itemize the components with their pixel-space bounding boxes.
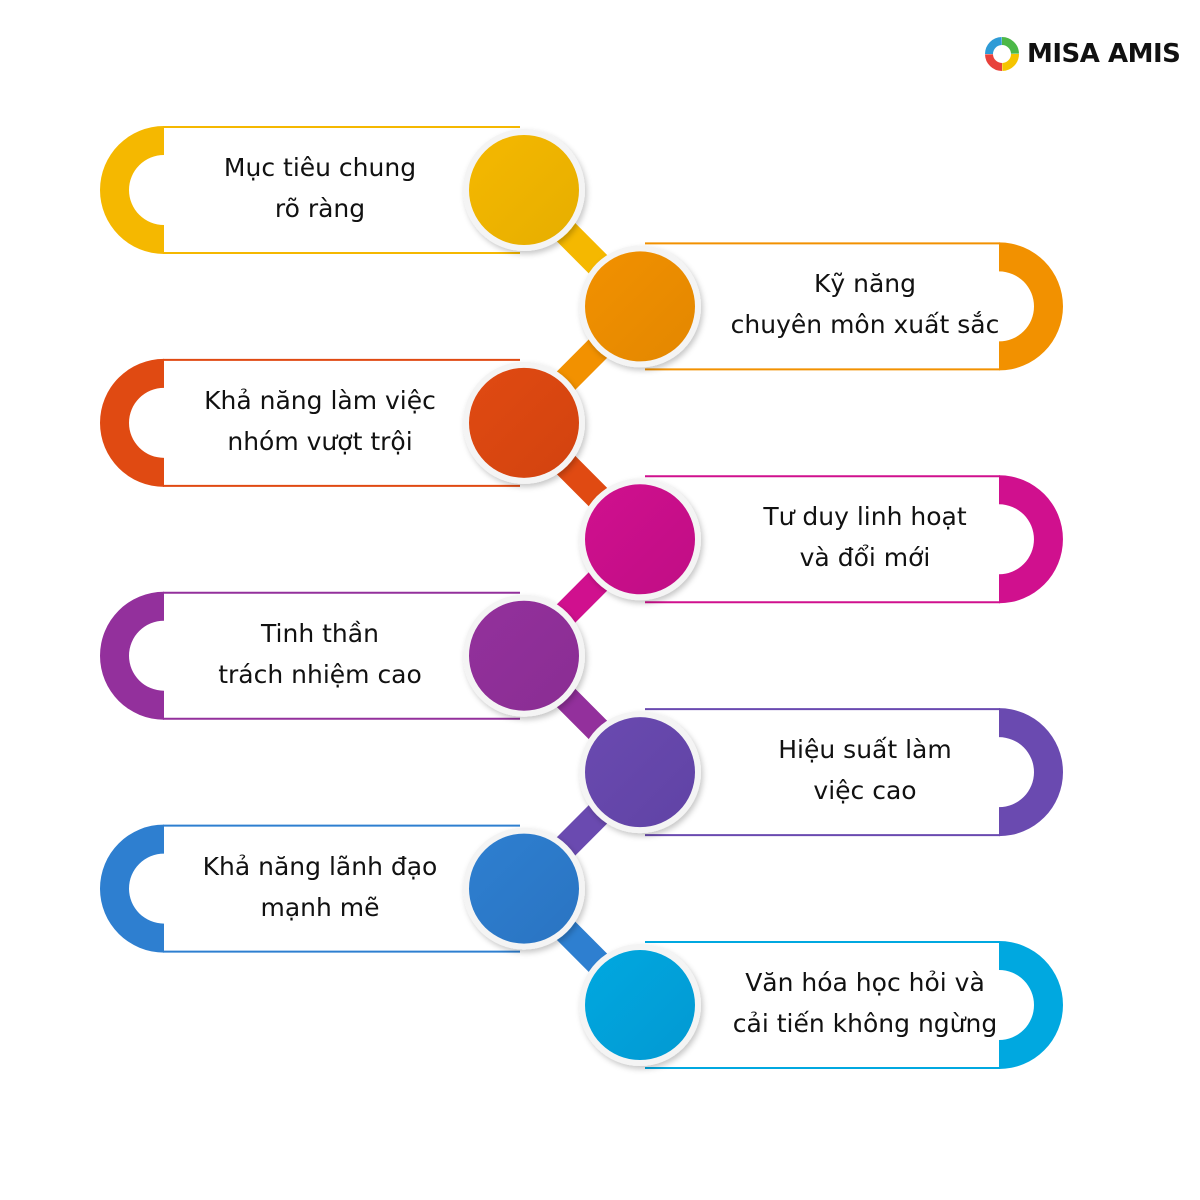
- step-label-line: nhóm vượt trội: [227, 426, 413, 456]
- step-label-line: Tinh thần: [261, 618, 379, 648]
- step-label-line: Hiệu suất làm: [778, 735, 952, 765]
- step-circle: [585, 251, 695, 362]
- step-circle: [585, 950, 695, 1061]
- step-label-line: việc cao: [813, 776, 917, 806]
- card-cap: [100, 591, 164, 720]
- step-label: Tinh thần trách nhiệm cao: [155, 613, 485, 695]
- step-circle: [469, 367, 579, 478]
- step-label: Văn hóa học hỏi và cải tiến không ngừng: [700, 962, 1030, 1044]
- step-label-line: trách nhiệm cao: [218, 659, 422, 689]
- step-label-line: mạnh mẽ: [260, 892, 380, 922]
- brand-name: MISA AMIS: [1027, 39, 1181, 69]
- step-label: Khả năng làm việc nhóm vượt trội: [155, 380, 485, 462]
- step-label: Mục tiêu chung rõ ràng: [155, 147, 485, 229]
- step-circle: [469, 600, 579, 711]
- step-label-line: và đổi mới: [799, 543, 931, 573]
- brand-logo: MISA AMIS: [985, 37, 1181, 71]
- step-label-line: Tư duy linh hoạt: [763, 502, 967, 532]
- card-cap: [999, 941, 1063, 1070]
- step-label-line: Khả năng lãnh đạo: [202, 851, 438, 881]
- step-circle: [469, 833, 579, 944]
- step-label-line: Văn hóa học hỏi và: [745, 968, 985, 997]
- step-label-line: Khả năng làm việc: [204, 385, 436, 415]
- step-label-line: cải tiến không ngừng: [732, 1009, 998, 1038]
- step-circle: [585, 717, 695, 828]
- step-label: Hiệu suất làm việc cao: [700, 729, 1030, 811]
- card-cap: [100, 126, 164, 254]
- step-label: Kỹ năng chuyên môn xuất sắc: [700, 263, 1030, 345]
- misa-logo-icon: [985, 37, 1019, 71]
- step-label-line: rõ ràng: [274, 194, 366, 223]
- step-circle: [585, 484, 695, 595]
- step-circle: [469, 135, 579, 245]
- step-label-line: Mục tiêu chung: [223, 153, 417, 182]
- card-cap: [100, 358, 164, 487]
- card-cap: [100, 824, 164, 953]
- step-label-line: chuyên môn xuất sắc: [730, 310, 1000, 340]
- card-cap: [999, 475, 1063, 604]
- card-cap: [999, 242, 1063, 371]
- step-label: Khả năng lãnh đạo mạnh mẽ: [155, 846, 485, 928]
- step-label: Tư duy linh hoạt và đổi mới: [700, 496, 1030, 578]
- step-label-line: Kỹ năng: [813, 269, 916, 299]
- card-cap: [999, 708, 1063, 837]
